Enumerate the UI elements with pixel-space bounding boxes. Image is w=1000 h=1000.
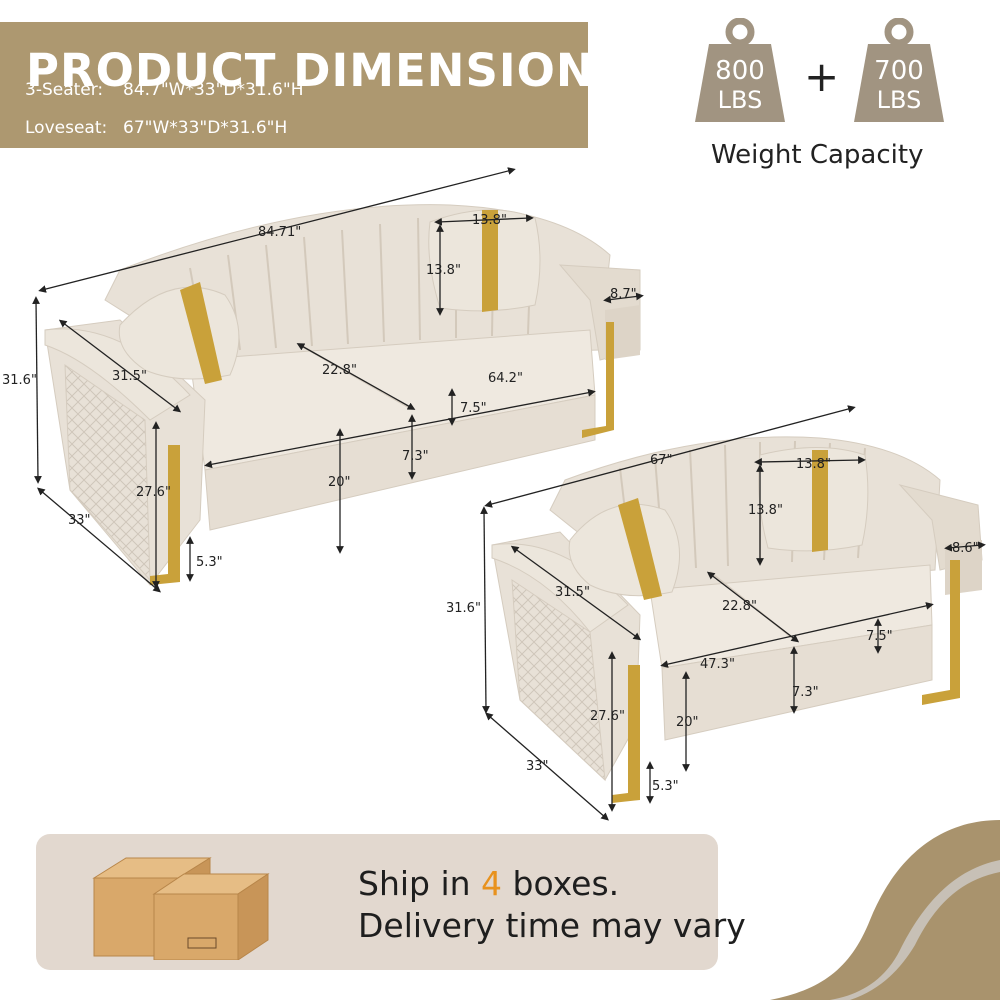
dim-arm-depth-label: 31.5"	[555, 585, 590, 600]
weight-number: 700	[874, 56, 924, 86]
dim-width-label: 84.71"	[258, 225, 301, 240]
dim-leg-height-label: 5.3"	[196, 555, 223, 570]
spec-label: 3-Seater:	[25, 80, 104, 100]
shipping-line-boxes: Ship in 4 boxes.	[358, 864, 619, 903]
dim-pillow-width-label: 13.8"	[472, 213, 507, 228]
weight-icon	[695, 17, 785, 122]
box-count: 4	[481, 864, 503, 903]
plus-sign: +	[804, 52, 840, 101]
page-title: PRODUCT DIMENSION	[26, 44, 595, 97]
dim-pillow-height-label: 13.8"	[748, 503, 783, 518]
dim-height-label: 31.6"	[2, 373, 37, 388]
shipping-info-box: Ship in 4 boxes. Delivery time may vary	[36, 834, 746, 970]
spec-label: Loveseat:	[25, 118, 108, 138]
decorative-wave	[770, 820, 1000, 1000]
dim-seat-height-label: 20"	[328, 475, 351, 490]
ship-text: Ship in	[358, 864, 482, 903]
dim-pillow-width-label: 13.8"	[796, 457, 831, 472]
dim-cushion-height-label: 7.5"	[460, 401, 487, 416]
weight-unit: LBS	[876, 86, 922, 114]
dim-width-label: 67"	[650, 453, 673, 468]
ship-text: boxes.	[502, 864, 620, 903]
dim-base-height-label: 7.3"	[402, 449, 429, 464]
weight-unit: LBS	[717, 86, 763, 114]
weight-800-badge: 800 LBS	[693, 17, 787, 122]
spec-3-seater: 3-Seater: 84.7"W*33"D*31.6"H	[25, 80, 303, 100]
dim-arm-width-label: 8.6"	[952, 541, 979, 556]
dim-arm-width-label: 8.7"	[610, 287, 637, 302]
three-seater-sofa	[44, 204, 641, 586]
dim-pillow-height-label: 13.8"	[426, 263, 461, 278]
dim-depth-label: 33"	[68, 513, 91, 528]
weight-icon	[854, 17, 944, 122]
spec-loveseat: Loveseat: 67"W*33"D*31.6"H	[25, 118, 287, 138]
dim-arm-height-label: 27.6"	[136, 485, 171, 500]
dim-seat-depth-label: 22.8"	[722, 599, 757, 614]
weight-700-badge: 700 LBS	[852, 17, 946, 122]
product-dimension-banner: PRODUCT DIMENSION 3-Seater: 84.7"W*33"D*3…	[0, 22, 594, 148]
dim-seat-height-label: 20"	[676, 715, 699, 730]
dim-arm-depth-label: 31.5"	[112, 369, 147, 384]
dim-seat-width-label: 64.2"	[488, 371, 523, 386]
loveseat-sofa	[491, 436, 983, 803]
dim-height-label: 31.6"	[446, 601, 481, 616]
dim-arm-height-label: 27.6"	[590, 709, 625, 724]
spec-value: 67"W*33"D*31.6"H	[123, 118, 288, 138]
dim-seat-depth-label: 22.8"	[322, 363, 357, 378]
weight-capacity-caption: Weight Capacity	[711, 140, 924, 170]
weight-number: 800	[715, 56, 765, 86]
dim-base-height-label: 7.3"	[792, 685, 819, 700]
shipping-boxes-icon	[92, 857, 270, 960]
dim-seat-width-label: 47.3"	[700, 657, 735, 672]
dim-cushion-height-label: 7.5"	[866, 629, 893, 644]
shipping-line-delivery: Delivery time may vary	[358, 906, 746, 945]
dim-depth-label: 33"	[526, 759, 549, 774]
decorative-wave	[830, 860, 1000, 1000]
spec-value: 84.7"W*33"D*31.6"H	[123, 80, 304, 100]
dim-leg-height-label: 5.3"	[652, 779, 679, 794]
